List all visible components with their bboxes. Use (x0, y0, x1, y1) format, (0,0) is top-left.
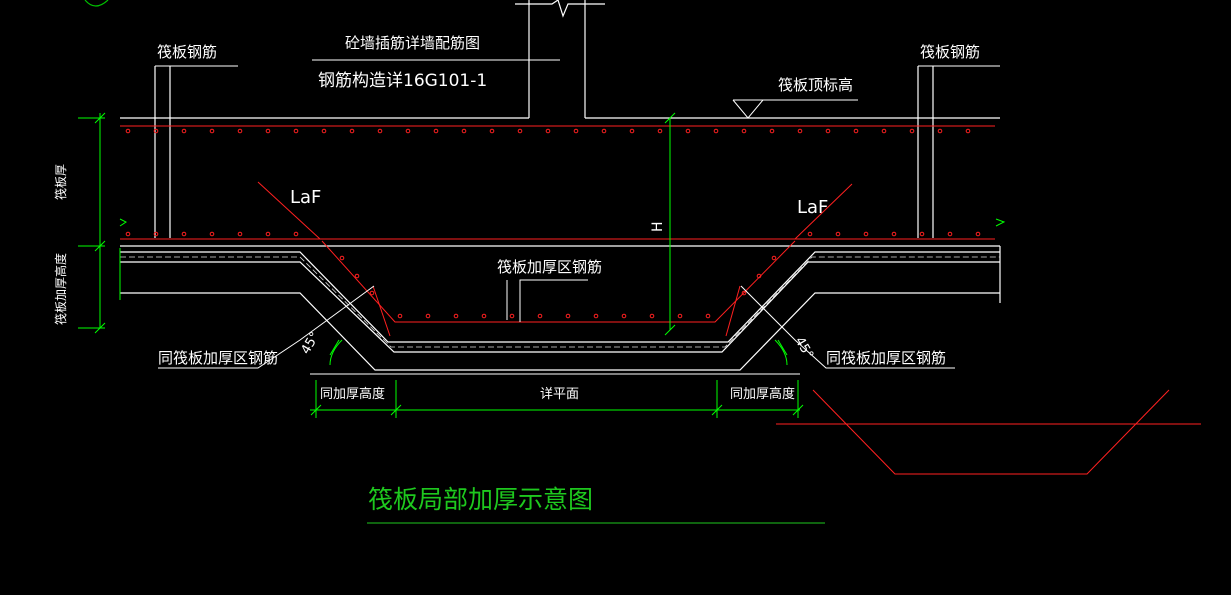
circle-fragment (84, 0, 109, 7)
rebar-dot (771, 255, 777, 261)
rebar-dot (649, 313, 655, 319)
rebar-dot (489, 128, 495, 134)
rebar-dot (713, 128, 719, 134)
rebar-dot (741, 128, 747, 134)
same-rebar-right-label: 同筏板加厚区钢筋 (826, 349, 946, 367)
rebar-dot (377, 128, 383, 134)
h-dim-label: H (650, 221, 666, 232)
pit-dashed (120, 256, 1000, 348)
rebar-dot (209, 231, 215, 237)
laf-right-label: LaF (797, 197, 828, 218)
raft-rebars (120, 125, 995, 240)
rebar-dot (769, 128, 775, 134)
rebar-dot (125, 231, 131, 237)
rebar-dot (919, 231, 925, 237)
top-right-rebar-label: 筏板钢筋 (920, 43, 980, 61)
rebar-dot (947, 231, 953, 237)
laf-left-label: LaF (290, 187, 321, 208)
red-sketch-bottom-right (776, 389, 1201, 475)
rebar-dot (425, 313, 431, 319)
thickened-rebar-leader (506, 279, 588, 322)
angle-left-label: 45° (298, 330, 323, 357)
rebar-dot (593, 313, 599, 319)
rebar-dots (125, 128, 981, 319)
rebar-dot (453, 313, 459, 319)
rebar-dot (481, 313, 487, 319)
thickened-height-label: 筏板加厚高度 (53, 253, 68, 325)
rebar-dot (685, 128, 691, 134)
rebar-dot (339, 255, 345, 261)
rebar-dot (237, 231, 243, 237)
rebar-dot (937, 128, 943, 134)
rebar-dot (354, 273, 360, 279)
pit-outline (120, 246, 1001, 371)
rebar-dot (965, 128, 971, 134)
rebar-dot (517, 128, 523, 134)
dim-right-label: 同加厚高度 (730, 386, 795, 402)
dim-middle-label: 详平面 (540, 387, 579, 402)
rebar-dot (461, 128, 467, 134)
rebar-dot (397, 313, 403, 319)
rebar-detail-ref-label: 钢筋构造详16G101-1 (318, 71, 487, 91)
pit-rebars (321, 240, 796, 337)
rebar-dot (705, 313, 711, 319)
rebar-dot (797, 128, 803, 134)
rebar-dot (349, 128, 355, 134)
raft-thickness-label: 筏板厚 (54, 164, 68, 200)
rebar-dot (293, 231, 299, 237)
wall-detail-label: 砼墙插筋详墙配筋图 (345, 34, 480, 52)
rebar-dot (181, 128, 187, 134)
rebar-dot (537, 313, 543, 319)
rebar-dot (975, 231, 981, 237)
thickened-zone-rebar-label: 筏板加厚区钢筋 (497, 258, 602, 276)
rebar-dot (237, 128, 243, 134)
rebar-dot (321, 128, 327, 134)
rebar-dot (601, 128, 607, 134)
rebar-dot (153, 128, 159, 134)
rebar-dot (853, 128, 859, 134)
rebar-dot (629, 128, 635, 134)
rebar-dot (565, 313, 571, 319)
rebar-dot (891, 231, 897, 237)
rebar-dot (807, 231, 813, 237)
same-rebar-left-label: 同筏板加厚区钢筋 (158, 349, 278, 367)
rebar-dot (433, 128, 439, 134)
dimension-lines (78, 112, 1006, 418)
rebar-dot (209, 128, 215, 134)
rebar-dot (881, 128, 887, 134)
rebar-dot (573, 128, 579, 134)
rebar-dot (545, 128, 551, 134)
rebar-dot (181, 231, 187, 237)
rebar-dot (835, 231, 841, 237)
dim-left-label: 同加厚高度 (320, 386, 385, 402)
rebar-dot (293, 128, 299, 134)
rebar-dot (741, 290, 747, 296)
wall-stub (515, 0, 605, 118)
rebar-dot (863, 231, 869, 237)
rebar-dot (125, 128, 131, 134)
drawing-title: 筏板局部加厚示意图 (368, 485, 593, 514)
rebar-dot (369, 290, 375, 296)
rebar-dot (621, 313, 627, 319)
annotation-leaders (155, 59, 1000, 375)
top-left-rebar-label: 筏板钢筋 (157, 43, 217, 61)
raft-slab-outline (120, 66, 1000, 247)
rebar-dot (153, 231, 159, 237)
rebar-dot (657, 128, 663, 134)
raft-top-elevation-label: 筏板顶标高 (778, 76, 853, 94)
rebar-dot (909, 128, 915, 134)
rebar-dot (677, 313, 683, 319)
rebar-dot (265, 128, 271, 134)
rebar-dot (825, 128, 831, 134)
rebar-dot (405, 128, 411, 134)
angle-right-label: 45° (792, 335, 817, 362)
rebar-dot (265, 231, 271, 237)
rebar-dot (509, 313, 515, 319)
